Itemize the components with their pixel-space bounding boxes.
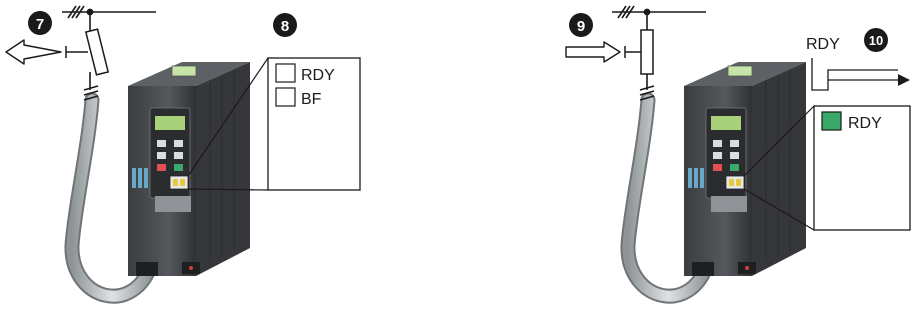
left-led-rdy-indicator [275,63,296,83]
right-led-rdy-label: RDY [848,115,882,132]
rdy-signal-label: RDY [806,36,840,53]
left-supply-line [62,5,156,90]
left-disconnect-switch-open [65,28,110,76]
left-led-callout: RDY BF [267,57,361,191]
svg-text:8: 8 [281,18,289,35]
step-badge-10: 10 [864,28,888,52]
left-led-bf-indicator [275,87,296,107]
right-inverter-device [684,62,806,276]
step-badge-7: 7 [28,11,52,35]
left-led-rdy-label: RDY [301,67,335,84]
right-panel: RDY RDY 9 10 [565,5,911,304]
left-switch-arrow-icon [5,39,62,65]
right-switch-arrow-icon [565,41,621,63]
svg-text:9: 9 [577,18,585,35]
right-disconnect-switch-closed [624,29,654,75]
left-led-bf-label: BF [301,91,322,108]
svg-text:10: 10 [869,33,883,48]
left-panel: RDY BF 7 8 [5,5,361,304]
left-power-cable [64,85,160,304]
step-badge-9: 9 [569,13,593,37]
step-badge-8: 8 [273,13,297,37]
right-led-callout-lines [743,105,815,231]
left-inverter-device [128,62,250,276]
rdy-signal-output: RDY [806,36,910,91]
left-led-callout-lines [187,57,269,191]
rdy-signal-arrow-icon [898,74,910,86]
right-led-rdy-indicator [821,111,842,131]
svg-text:7: 7 [36,16,44,33]
right-led-callout: RDY [813,105,911,231]
right-power-cable [620,85,716,304]
right-supply-line [612,5,706,90]
